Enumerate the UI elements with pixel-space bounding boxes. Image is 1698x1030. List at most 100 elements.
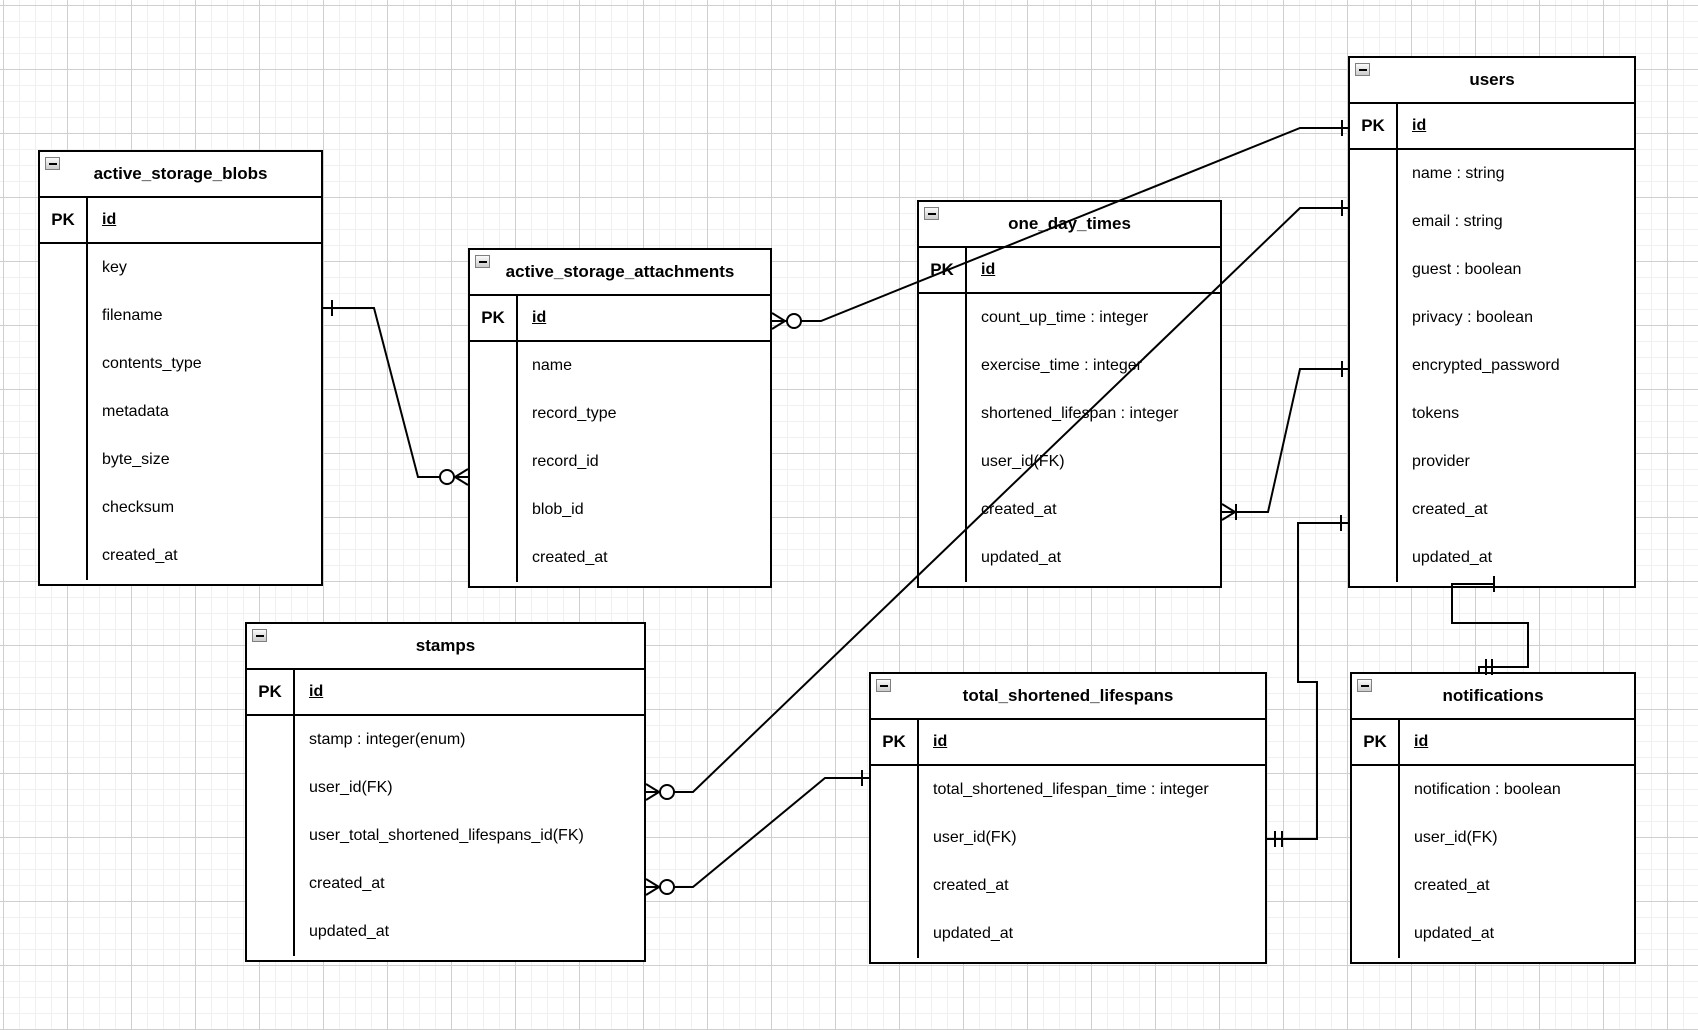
- field-row[interactable]: privacy : boolean: [1412, 309, 1533, 326]
- field-row[interactable]: created_at: [1412, 501, 1488, 518]
- collapse-icon[interactable]: [876, 679, 891, 692]
- entity-title: total_shortened_lifespans: [962, 686, 1174, 705]
- entity-body: count_up_time : integer exercise_time : i…: [919, 294, 1220, 582]
- field-rows: name record_type record_id blob_id created_a…: [518, 342, 770, 582]
- field-row[interactable]: user_id(FK): [1414, 829, 1498, 846]
- field-row[interactable]: user_id(FK): [309, 779, 393, 796]
- zero-many-circle-icon: [659, 879, 675, 895]
- pk-gutter: [40, 244, 88, 580]
- pk-gutter: [247, 716, 295, 956]
- collapse-icon[interactable]: [475, 255, 490, 268]
- field-rows: count_up_time : integer exercise_time : i…: [967, 294, 1220, 582]
- field-row[interactable]: updated_at: [981, 549, 1062, 566]
- field-row[interactable]: created_at: [309, 875, 385, 892]
- entity-title-row[interactable]: notifications: [1352, 674, 1634, 720]
- entity-body: key filename contents_type metadata byte_siz…: [40, 244, 321, 580]
- entity-title: active_storage_blobs: [93, 164, 268, 183]
- field-row[interactable]: filename: [102, 307, 163, 324]
- field-row[interactable]: updated_at: [309, 923, 390, 940]
- field-row[interactable]: user_id(FK): [981, 453, 1065, 470]
- field-row[interactable]: name: [532, 357, 573, 374]
- minus-glyph: [478, 260, 487, 263]
- field-row[interactable]: total_shortened_lifespan_time : integer: [933, 781, 1209, 798]
- field-row[interactable]: checksum: [102, 499, 175, 516]
- entity-title: one_day_times: [1008, 214, 1131, 233]
- field-row[interactable]: notification : boolean: [1414, 781, 1561, 798]
- field-row[interactable]: name : string: [1412, 165, 1505, 182]
- field-row[interactable]: blob_id: [532, 501, 584, 518]
- collapse-icon[interactable]: [1357, 679, 1372, 692]
- collapse-icon[interactable]: [45, 157, 60, 170]
- entity-title-row[interactable]: active_storage_attachments: [470, 250, 770, 296]
- crowfoot-icon: [454, 476, 469, 486]
- relation-stamps-total_shortened_lifespans[interactable]: [646, 777, 869, 888]
- pk-gutter: [1350, 150, 1398, 582]
- field-row[interactable]: contents_type: [102, 355, 202, 372]
- field-row[interactable]: user_id(FK): [933, 829, 1017, 846]
- field-row[interactable]: created_at: [981, 501, 1057, 518]
- entity-title: notifications: [1442, 686, 1544, 705]
- pk-gutter: [871, 766, 919, 958]
- field-row[interactable]: record_type: [532, 405, 617, 422]
- collapse-icon[interactable]: [252, 629, 267, 642]
- field-row[interactable]: user_total_shortened_lifespans_id(FK): [309, 827, 584, 844]
- entity-title-row[interactable]: one_day_times: [919, 202, 1220, 248]
- relation-active_storage_blobs-active_storage_attachments[interactable]: [323, 307, 468, 478]
- field-row[interactable]: provider: [1412, 453, 1470, 470]
- field-row[interactable]: created_at: [933, 877, 1009, 894]
- field-row[interactable]: key: [102, 259, 127, 276]
- field-row[interactable]: tokens: [1412, 405, 1460, 422]
- field-row[interactable]: created_at: [532, 549, 608, 566]
- field-row[interactable]: metadata: [102, 403, 169, 420]
- field-row[interactable]: byte_size: [102, 451, 170, 468]
- pk-field-id: id: [532, 309, 547, 326]
- field-row[interactable]: record_id: [532, 453, 599, 470]
- field-row[interactable]: updated_at: [933, 925, 1014, 942]
- minus-glyph: [1358, 68, 1367, 71]
- field-row[interactable]: count_up_time : integer: [981, 309, 1149, 326]
- pk-label: PK: [470, 296, 518, 340]
- pk-gutter: [1352, 766, 1400, 958]
- field-row[interactable]: stamp : integer(enum): [309, 731, 466, 748]
- entity-title-row[interactable]: stamps: [247, 624, 644, 670]
- pk-label: PK: [247, 670, 295, 714]
- field-row[interactable]: email : string: [1412, 213, 1503, 230]
- field-row[interactable]: exercise_time : integer: [981, 357, 1142, 374]
- collapse-icon[interactable]: [924, 207, 939, 220]
- field-row[interactable]: created_at: [102, 547, 178, 564]
- entity-title-row[interactable]: users: [1350, 58, 1634, 104]
- field-row[interactable]: updated_at: [1412, 549, 1493, 566]
- collapse-icon[interactable]: [1355, 63, 1370, 76]
- relation-users-total_shortened_lifespans[interactable]: [1267, 522, 1348, 840]
- field-row[interactable]: updated_at: [1414, 925, 1495, 942]
- field-rows: notification : boolean user_id(FK)created…: [1400, 766, 1634, 958]
- entity-body: stamp : integer(enum) user_id(FK) user_tot…: [247, 716, 644, 956]
- field-row[interactable]: encrypted_password: [1412, 357, 1560, 374]
- crowfoot-icon: [645, 783, 660, 793]
- field-row[interactable]: created_at: [1414, 877, 1490, 894]
- entity-title-row[interactable]: active_storage_blobs: [40, 152, 321, 198]
- relation-users-notifications[interactable]: [1451, 583, 1529, 672]
- minus-glyph: [48, 162, 57, 165]
- zero-many-circle-icon: [439, 469, 455, 485]
- entity-title: active_storage_attachments: [505, 262, 735, 281]
- relation-one_day_times-users[interactable]: [1222, 368, 1348, 513]
- field-row[interactable]: guest : boolean: [1412, 261, 1522, 278]
- field-row[interactable]: shortened_lifespan : integer: [981, 405, 1179, 422]
- pk-row[interactable]: PK id: [470, 296, 770, 342]
- entity-title-row[interactable]: total_shortened_lifespans: [871, 674, 1265, 720]
- crowfoot-icon: [1221, 503, 1236, 513]
